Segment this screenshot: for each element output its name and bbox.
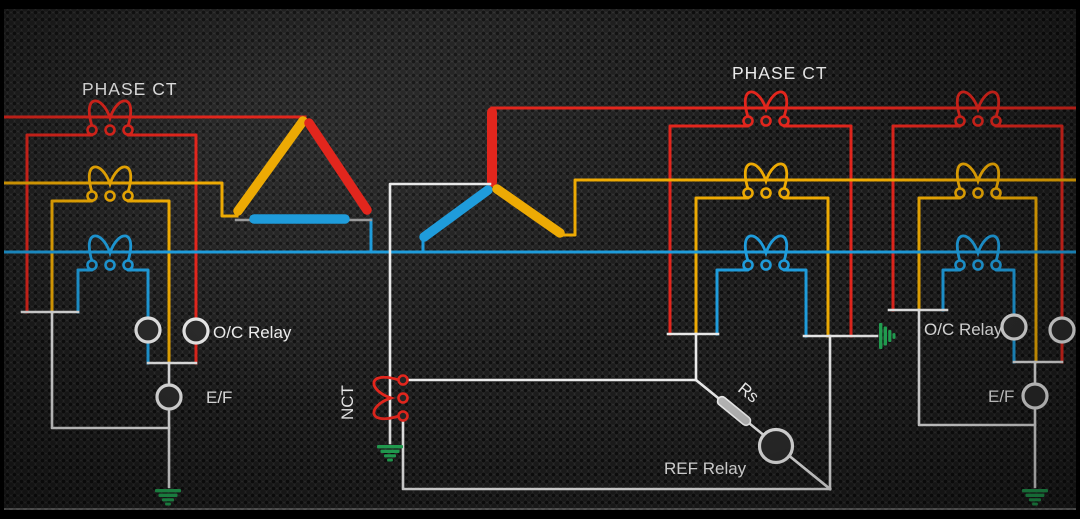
left-ct-return <box>50 310 171 430</box>
red-ct-secondary-left2 <box>668 120 750 336</box>
yellow-bus-right <box>560 178 1078 237</box>
delta-winding <box>233 116 373 224</box>
ground-symbols <box>155 323 1048 506</box>
delta-limb-red <box>304 118 372 215</box>
red-ct-secondary-right2 <box>782 120 853 338</box>
ef-relay-circle-left <box>155 383 183 411</box>
blue-ct-secondary-right1 <box>126 263 150 365</box>
oc-relay-circle-left-r-phase <box>182 317 210 345</box>
red-phase-wiring <box>3 106 1078 365</box>
ref-relay-label: REF Relay <box>664 459 747 478</box>
phase-ct-label-left: PHASE CT <box>82 79 178 99</box>
nct-label: NCT <box>338 385 357 420</box>
letterbox-bottom <box>0 510 1080 519</box>
blue-ct-secondary-right2 <box>782 264 808 338</box>
yellow-ct-secondary-left1 <box>50 195 94 314</box>
yellow-bus-left <box>3 181 239 218</box>
yellow-ct-secondary-left2 <box>694 192 750 336</box>
oc-relay-circle-right-b-phase <box>1000 313 1028 341</box>
oc-relay-circle-left-b-phase <box>134 316 162 344</box>
diagram-labels: PHASE CT PHASE CT O/C Relay E/F NCT Rs R… <box>82 63 1014 478</box>
rs-label: Rs <box>734 379 762 407</box>
ef-label-right: E/F <box>988 387 1014 406</box>
white-wiring <box>20 182 1064 491</box>
ground-icon-left-ef <box>155 489 181 506</box>
ct-symbols <box>86 90 1002 422</box>
right-ct-return <box>917 308 1037 427</box>
oc-relay-label-left: O/C Relay <box>213 323 292 342</box>
phase-ct-label-right: PHASE CT <box>732 63 828 83</box>
yellow-phase-wiring <box>3 178 1078 365</box>
red-ct-secondary-left1 <box>25 129 94 314</box>
ref-relay-circle <box>757 427 795 465</box>
oc-relay-label-right: O/C Relay <box>924 320 1003 339</box>
star-limb-yellow <box>492 184 565 238</box>
oc-relay-circle-right-r-phase <box>1048 316 1076 344</box>
blue-ct-secondary-left1 <box>76 263 94 314</box>
star-limb-blue <box>419 185 493 242</box>
star-winding <box>419 107 565 242</box>
blue-ct-secondary-left2 <box>715 264 750 336</box>
ef-relay-circle-right <box>1021 382 1049 410</box>
ground-icon-right-ef <box>1022 489 1048 506</box>
blue-ct-secondary-left3 <box>941 264 962 312</box>
letterbox-top <box>0 0 1080 9</box>
letterbox-left <box>0 0 4 519</box>
nct-bottom-wire <box>401 414 832 491</box>
carbon-texture-background <box>4 9 1076 510</box>
rs-resistor <box>716 395 752 427</box>
ground-icon-mid-ct-bus <box>879 323 896 349</box>
delta-limb-yellow <box>233 116 308 216</box>
letterbox-right <box>1076 0 1080 519</box>
blue-phase-wiring <box>3 218 1078 365</box>
ground-icon-neutral <box>377 445 403 462</box>
ef-label-left: E/F <box>206 388 232 407</box>
star-neutral-conductor <box>388 182 492 445</box>
red-ct-secondary-left3 <box>891 120 962 312</box>
relay-elements <box>134 313 1076 465</box>
slide-bottom-edge <box>0 508 1080 510</box>
